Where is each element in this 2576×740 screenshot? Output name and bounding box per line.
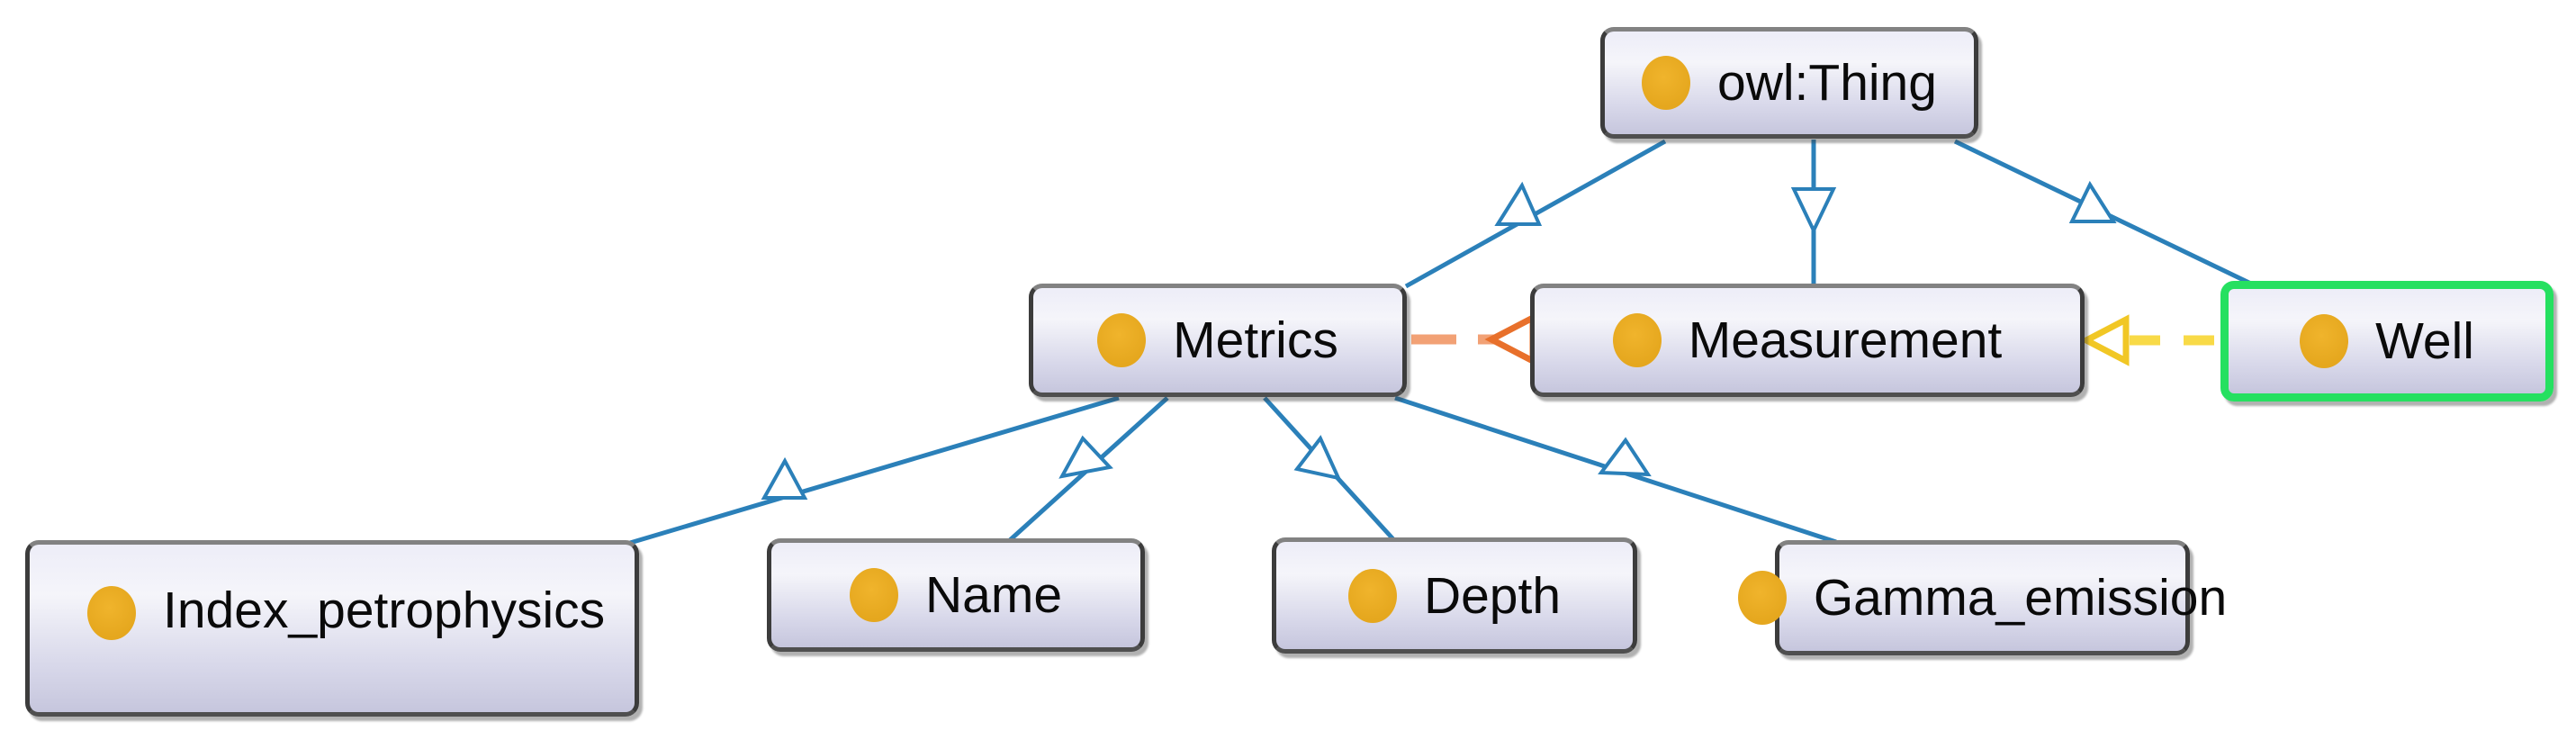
node-name[interactable]: Name (767, 538, 1145, 652)
node-owl-thing[interactable]: owl:Thing (1600, 27, 1978, 139)
node-well-selected[interactable]: Well (2220, 281, 2553, 402)
edge-metrics-depth (1263, 396, 1395, 541)
node-label: Name (924, 566, 1063, 624)
node-label: Measurement (1688, 311, 2003, 369)
node-label: Well (2375, 312, 2474, 370)
node-index-petrophysics[interactable]: Index_petrophysics (25, 540, 639, 717)
class-icon (1737, 571, 1787, 625)
class-icon (2300, 314, 2349, 368)
edge-owlthing-measurement (1790, 140, 1837, 284)
class-icon (849, 568, 898, 622)
edge-metrics-gamma-emission (1394, 395, 1837, 545)
edge-owlthing-metrics (1404, 139, 1667, 289)
class-icon (1347, 568, 1397, 623)
edge-metrics-measurement-dashed (1411, 312, 1541, 366)
node-label: Gamma_emission (1813, 569, 2228, 627)
node-gamma-emission[interactable]: Gamma_emission (1737, 540, 2227, 655)
class-icon (87, 586, 136, 640)
class-icon (1097, 313, 1147, 367)
node-measurement[interactable]: Measurement (1530, 284, 2085, 397)
class-icon (1612, 313, 1662, 367)
edge-owlthing-well (1953, 139, 2256, 288)
node-label: owl:Thing (1717, 54, 1937, 112)
edge-metrics-name (1008, 396, 1169, 542)
node-depth[interactable]: Depth (1272, 537, 1637, 654)
node-label: Metrics (1173, 311, 1338, 369)
edge-well-measurement-dashed (2079, 314, 2217, 366)
edge-metrics-index-petrophysics (629, 395, 1120, 546)
node-metrics[interactable]: Metrics (1029, 284, 1407, 397)
node-label: Depth (1423, 566, 1562, 625)
node-label: Index_petrophysics (163, 582, 606, 639)
class-icon (1642, 56, 1691, 110)
